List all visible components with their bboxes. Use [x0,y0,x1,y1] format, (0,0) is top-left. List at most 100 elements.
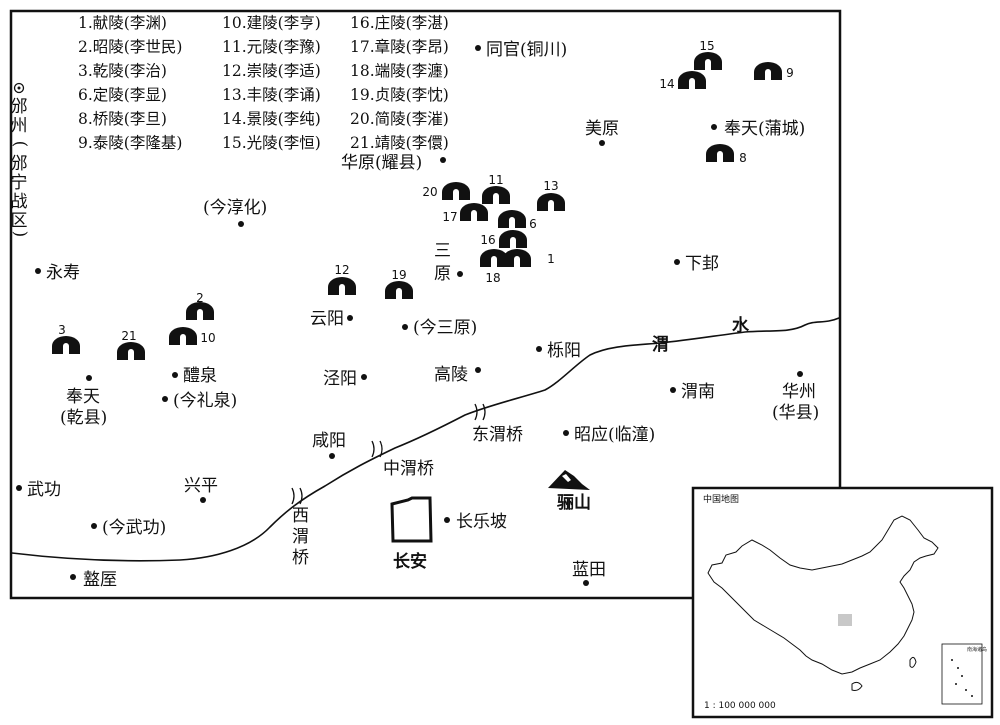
legend-item: 3.乾陵(李治) [78,62,167,80]
place-label: 长乐坡 [456,512,507,532]
legend-item: 8.桥陵(李旦) [78,110,167,128]
legend-item: 17.章陵(李昂) [350,38,449,56]
legend-item: 2.昭陵(李世民) [78,38,182,56]
tomb-icon [678,71,706,89]
binzhou-char: 州 [11,116,28,136]
tomb-icon [694,52,722,70]
tomb-icon [754,62,782,80]
place-dots [16,45,803,586]
legend-item: 10.建陵(李亨) [222,14,321,32]
place-label: 武功 [27,480,61,500]
place-label: 兴平 [184,476,218,496]
tomb-number: 12 [334,263,349,277]
inset-title: 中国地图 [703,493,739,505]
tomb-number: 6 [529,217,537,231]
place-label: (今武功) [102,518,166,538]
changan-city-wall [390,496,433,543]
legend-item: 15.光陵(李恒) [222,134,321,152]
place-label: 三 [434,241,451,261]
place-label: 永寿 [46,263,80,283]
tomb-icon [442,182,470,200]
tomb-number: 19 [391,268,406,282]
tomb-number: 20 [422,185,437,199]
place-label: 奉天(蒲城) [724,119,805,139]
tomb-number: 18 [485,271,500,285]
river-label: 水 [732,315,750,336]
legend-item: 21.靖陵(李儇) [350,134,449,152]
tomb-icon [52,336,80,354]
tomb-icon [498,210,526,228]
tomb-number: 21 [121,329,136,343]
south-china-sea-label: 南海诸岛 [967,646,987,653]
tomb-number: 14 [659,77,674,91]
tomb-numbers: 1 2 3 6 8 9 10 11 12 13 14 15 16 17 18 1… [58,39,794,345]
binzhou-char: ( [10,141,30,148]
tomb-number: 2 [196,291,204,305]
place-label: 华州 [782,382,816,402]
tomb-number: 9 [786,66,794,80]
legend-item: 18.端陵(李瀍) [350,61,449,80]
tomb-number: 3 [58,323,66,337]
legend-item: 19.贞陵(李忱) [350,86,449,104]
place-label: 华原(耀县) [341,153,422,173]
binzhou-label: 邠 州 ( 邠 宁 战 区 ) [10,97,30,237]
tomb-icon [482,186,510,204]
place-label: 中渭桥 [383,459,434,479]
legend-item: 12.崇陵(李适) [222,62,321,80]
river-label: 渭 [652,335,669,355]
place-label: 渭南 [681,382,715,402]
inset-scale: 1 : 100 000 000 [704,701,776,711]
place-label: 原 [434,264,451,284]
place-label: 美原 [585,119,619,139]
bridge-east [474,403,486,421]
place-label: 渭 [292,527,309,547]
place-label: (乾县) [60,408,107,428]
tomb-icon [117,342,145,360]
place-label: (今礼泉) [173,391,237,411]
tomb-markers [52,52,782,360]
china-outline [707,515,939,675]
tomb-icon [460,203,488,221]
place-label: 同官(铜川) [486,40,567,60]
wei-river [11,317,840,562]
tomb-icon [480,249,508,267]
changan-label: 长安 [393,551,427,572]
place-label: 咸阳 [312,431,346,451]
place-label: 醴泉 [183,366,217,386]
place-label: (华县) [772,403,819,423]
bridge-west [291,487,303,505]
lishan-label: 骊山 [557,493,591,513]
place-label: 西 [292,506,309,526]
tomb-number: 16 [480,233,495,247]
legend-item: 14.景陵(李纯) [222,110,321,128]
legend-item: 20.简陵(李漼) [350,110,449,128]
place-label: 云阳 [310,309,344,329]
tomb-icon [499,230,527,248]
legend-item: 16.庄陵(李湛) [350,14,449,32]
binzhou-char: 战 [11,192,28,212]
hainan-outline [851,681,863,691]
tomb-number: 15 [699,39,714,53]
legend-item: 9.泰陵(李隆基) [78,134,182,152]
place-label: 栎阳 [547,341,581,361]
place-label: 蓝田 [572,560,606,580]
place-label: 东渭桥 [472,425,523,445]
place-label: 盩厔 [83,570,117,590]
tomb-number: 17 [442,210,457,224]
place-label: 泾阳 [323,369,357,389]
inset-china-map: 中国地图 南海诸岛 1 : 100 000 000 [691,486,994,719]
binzhou-char: 宁 [11,173,28,193]
place-label: 奉天 [66,387,100,407]
place-label: 下邽 [685,254,719,274]
place-label: 高陵 [434,365,468,385]
legend-item: 11.元陵(李豫) [222,38,321,56]
tomb-number: 11 [488,173,503,187]
tomb-icon [169,327,197,345]
bridge-middle [371,440,383,458]
place-label: (今三原) [413,318,477,338]
islands [951,659,973,697]
binzhou-char: 邠 [11,97,28,117]
legend: 1.献陵(李渊) 2.昭陵(李世民) 3.乾陵(李治) 6.定陵(李显) 8.桥… [78,14,449,152]
taiwan-outline [909,656,917,668]
